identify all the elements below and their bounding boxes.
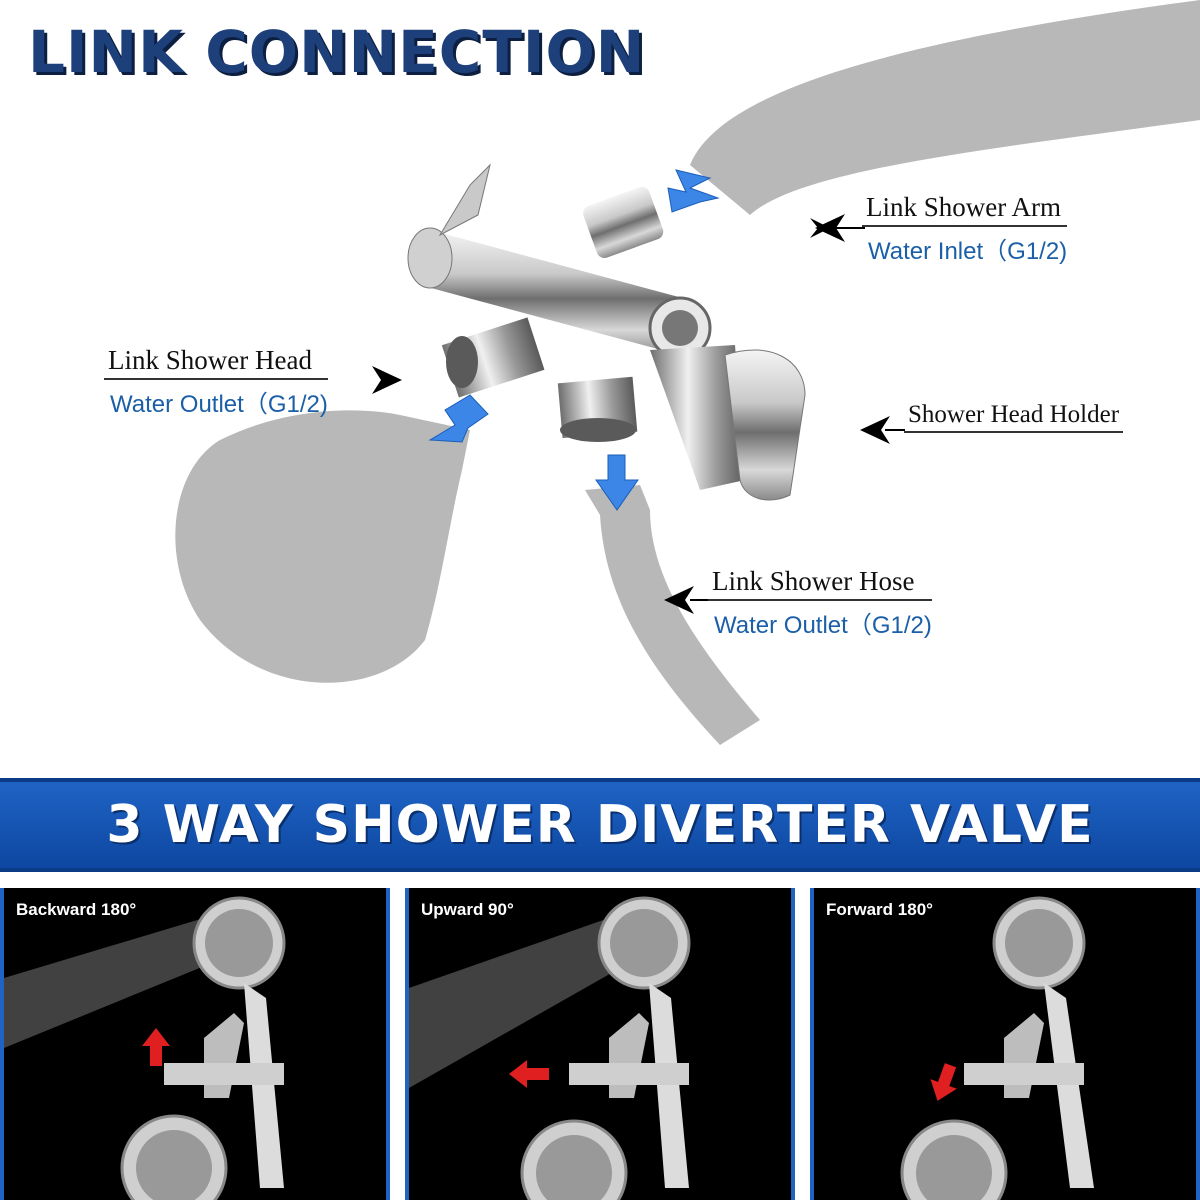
shower-head-shape (175, 410, 470, 683)
label-shower-head-spec: Water Outlet（G1/2) (110, 391, 328, 418)
direction-arrow-left (509, 1060, 549, 1088)
panel-upward: Upward 90° (405, 888, 795, 1200)
label-shower-hose-title: Link Shower Hose (708, 566, 932, 601)
connection-diagram (175, 0, 1200, 745)
diverter-valve (407, 163, 806, 501)
panel-backward: Backward 180° (0, 888, 390, 1200)
panel-label: Forward 180° (826, 900, 933, 919)
label-shower-arm: Link Shower Arm Water Inlet（G1/2) (862, 192, 1068, 266)
label-shower-arm-title: Link Shower Arm (862, 192, 1068, 227)
pointer-hose (664, 586, 694, 614)
panel-label: Backward 180° (16, 900, 137, 919)
flow-arrow-hose (595, 454, 639, 511)
direction-arrow-up (142, 1028, 170, 1066)
pointer-holder (860, 416, 890, 444)
shower-hose-shape (585, 485, 760, 745)
panel-label: Upward 90° (421, 900, 514, 919)
panel-illustration (900, 896, 1094, 1200)
panel-illustration (409, 896, 691, 1200)
shower-arm-shape (690, 0, 1200, 215)
label-shower-head-title: Link Shower Head (104, 345, 328, 380)
panel-illustration (4, 896, 286, 1200)
flow-arrow-head (428, 394, 489, 443)
label-holder: Shower Head Holder (904, 401, 1124, 433)
banner (0, 778, 1200, 872)
label-shower-head: Link Shower Head Water Outlet（G1/2) (104, 345, 328, 419)
label-shower-arm-spec: Water Inlet（G1/2) (868, 238, 1068, 265)
direction-arrow-down (930, 1063, 957, 1101)
banner-title: 3 WAY SHOWER DIVERTER VALVE (106, 795, 1094, 855)
pointer-head (372, 366, 402, 394)
flow-arrow-inlet (667, 169, 720, 213)
label-shower-hose-spec: Water Outlet（G1/2) (714, 612, 932, 639)
page-title: LINK CONNECTION (28, 18, 646, 86)
label-holder-title: Shower Head Holder (904, 401, 1124, 433)
label-shower-hose: Link Shower Hose Water Outlet（G1/2) (708, 566, 932, 640)
panel-forward: Forward 180° (810, 888, 1200, 1200)
